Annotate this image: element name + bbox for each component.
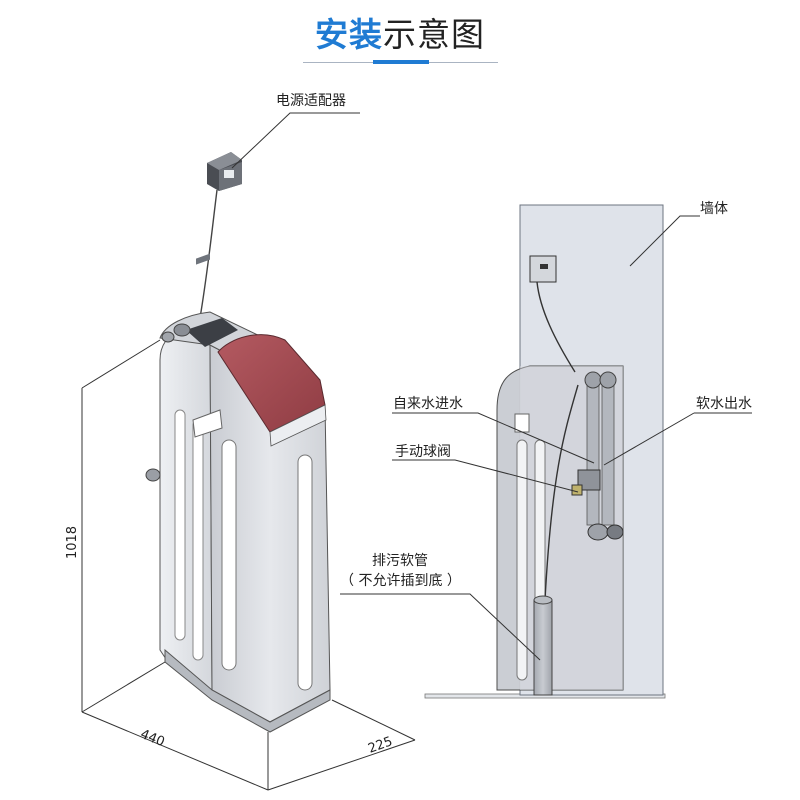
label-drain-hose-note: （ 不允许插到底 ） (340, 573, 461, 589)
page-title: 安装示意图 (0, 8, 800, 56)
power-adapter-box (207, 152, 242, 191)
power-cable (199, 189, 218, 319)
label-wall: 墙体 (700, 201, 728, 217)
label-soft-water-outlet: 软水出水 (696, 396, 752, 412)
leader-lines (340, 215, 752, 661)
title-accent-bar (373, 60, 429, 64)
inlet-pipe (586, 374, 600, 526)
ball-valve-handle (571, 484, 583, 496)
drain-hose-tube (533, 599, 553, 696)
power-adapter-leader (231, 112, 360, 169)
label-power-adapter: 电源适配器 (276, 93, 346, 109)
dimension-lines (81, 339, 416, 791)
outlet-pipe (601, 374, 615, 526)
label-drain-hose: 排污软管 (372, 553, 428, 569)
dimension-height: 1018 (65, 525, 81, 560)
softener-cabinet (145, 112, 360, 733)
label-manual-ball-valve: 手动球阀 (395, 444, 451, 460)
wall-installation (424, 204, 666, 699)
title-rest: 示意图 (383, 15, 485, 54)
title-highlight: 安装 (315, 15, 383, 54)
label-tap-water-inlet: 自来水进水 (393, 396, 463, 412)
